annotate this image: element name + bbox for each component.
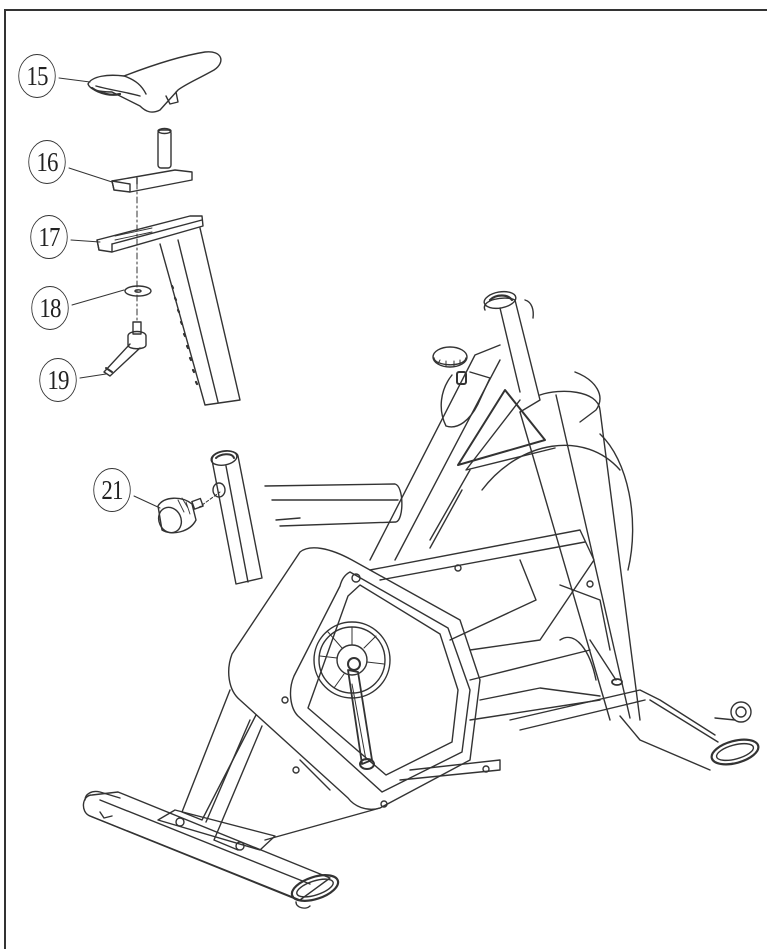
crank-icon	[313, 621, 391, 770]
diagram-frame	[4, 9, 767, 949]
seat-post-icon	[96, 215, 241, 406]
callout-15: 15	[18, 54, 56, 98]
washer-icon	[124, 285, 152, 297]
seat-tube-icon	[210, 450, 263, 585]
lower-frame-icon	[469, 636, 617, 721]
main-frame-icon	[369, 290, 541, 561]
post-holes	[170, 284, 199, 386]
callout-16: 16	[28, 140, 66, 184]
callout-19: 19	[39, 358, 77, 402]
adjustment-knob-icon	[157, 482, 226, 534]
rear-stabilizer-icon	[509, 678, 760, 771]
flywheel-housing-icon	[228, 529, 611, 810]
callout-17: 17	[30, 215, 68, 259]
crossbar-icon	[264, 483, 403, 527]
seat-bracket-icon	[111, 127, 193, 193]
leader-lines	[58, 77, 221, 509]
front-stabilizer-icon	[82, 790, 340, 909]
callout-18: 18	[31, 286, 69, 330]
adjustment-lever-icon	[103, 321, 147, 377]
handlebar-adjust-knob-icon	[432, 346, 491, 428]
saddle-icon	[87, 51, 222, 113]
callout-21: 21	[93, 468, 131, 512]
front-leg-icon	[181, 689, 381, 851]
